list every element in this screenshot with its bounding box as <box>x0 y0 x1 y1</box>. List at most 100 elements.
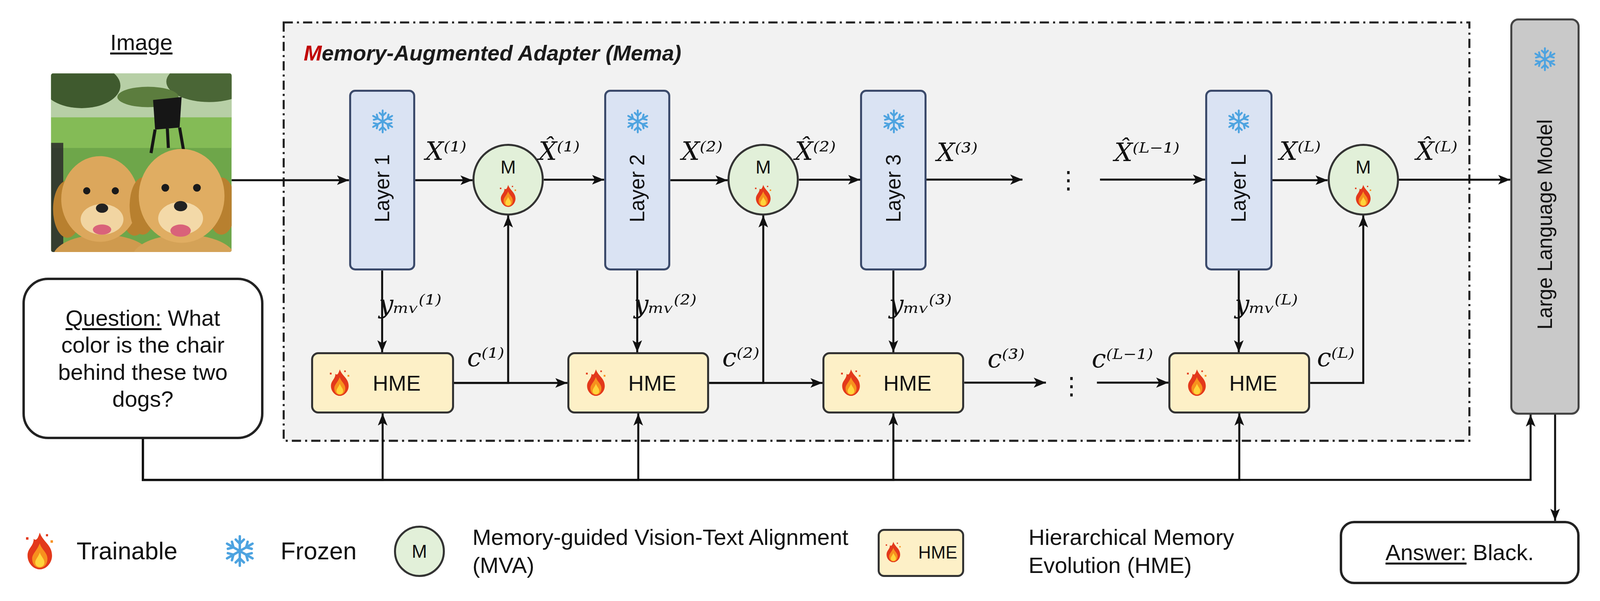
node-text: HME <box>1229 371 1278 394</box>
text-body: HME <box>883 370 932 395</box>
hme-box: HME <box>1168 351 1311 414</box>
text-body: HME <box>1229 370 1278 395</box>
grass-band <box>50 117 232 148</box>
mva-circle: M <box>1327 143 1399 216</box>
legend-text: Trainable <box>76 536 281 566</box>
layer-box: Layer 1 <box>349 89 416 271</box>
trainable-icon <box>585 369 606 396</box>
dog-left <box>53 156 149 242</box>
node-text: Layer 2 <box>627 154 648 223</box>
hme-box: HME <box>822 351 965 414</box>
tree <box>50 73 121 109</box>
text-body: Black. <box>1472 539 1534 565</box>
node-text: Question:What color is the chair behind … <box>48 304 238 413</box>
mva-circle: M <box>472 143 544 216</box>
text-body: Large Language Model <box>1533 119 1557 330</box>
text-body: Layer 3 <box>882 154 905 223</box>
node-text: M <box>1355 157 1371 177</box>
tree <box>117 86 179 107</box>
mva-circle: M <box>727 143 799 216</box>
node-text: M <box>500 157 516 177</box>
text-body: M <box>500 156 516 178</box>
connector-arrow <box>1398 178 1511 181</box>
trainable-icon <box>841 369 861 396</box>
legend-text: Frozen <box>280 536 485 566</box>
text-heading: Answer: <box>1385 539 1467 565</box>
trainable-icon <box>499 184 516 207</box>
connector-arrow <box>1310 215 1364 383</box>
connector-arrow <box>709 215 764 383</box>
text-body: Memory-Augmented Adapter (Mema) <box>303 40 682 67</box>
connector-arrow <box>543 178 604 181</box>
wire <box>1097 381 1169 384</box>
answer-box: Answer:Black. <box>1339 520 1580 584</box>
node-text: HME <box>628 371 677 394</box>
connector-arrow <box>142 413 639 480</box>
frozen-icon <box>882 110 905 133</box>
text-body: Layer 2 <box>625 154 649 223</box>
connector-arrow <box>415 178 473 181</box>
node-text: Layer 3 <box>883 154 904 223</box>
text-body: Layer 1 <box>370 154 394 223</box>
trainable-icon <box>755 184 772 207</box>
layer-box: Layer 2 <box>604 89 671 271</box>
node-text: Layer 1 <box>371 154 393 223</box>
sky <box>50 73 232 123</box>
photo <box>50 73 232 252</box>
connector-arrow <box>142 413 383 480</box>
connector-arrow <box>1553 414 1556 521</box>
text-heading: Question: <box>65 305 162 331</box>
connector-arrow <box>636 270 639 352</box>
text-body: Layer L <box>1227 154 1251 223</box>
text-body: Image <box>110 29 173 55</box>
trainable-icon <box>26 532 53 569</box>
connector-arrow <box>454 381 568 384</box>
trainable-icon <box>329 369 350 396</box>
trainable-icon <box>1187 369 1207 396</box>
legend-text: Hierarchical Memory Evolution (HME) <box>1028 522 1315 579</box>
frozen-icon <box>225 536 255 566</box>
tree <box>166 73 232 102</box>
frozen-icon <box>371 110 394 133</box>
node-text: Large Language Model <box>1534 119 1556 330</box>
wire <box>926 178 1023 181</box>
node-text: Answer:Black. <box>1385 538 1534 566</box>
connector-arrow <box>142 414 1531 480</box>
connector-arrow <box>1237 270 1240 352</box>
frozen-icon <box>626 110 649 133</box>
layer-box: Layer 3 <box>860 89 927 271</box>
trainable-icon <box>885 541 901 562</box>
chair <box>150 96 184 153</box>
shadow <box>50 142 64 252</box>
connector-arrow <box>892 270 895 352</box>
hme-box: HME <box>311 351 455 414</box>
question-box: Question:What color is the chair behind … <box>22 277 264 439</box>
group-border <box>283 22 1470 441</box>
frozen-icon <box>1227 110 1250 133</box>
node-text: HME <box>883 371 932 394</box>
node-text: Layer L <box>1228 154 1249 223</box>
connector-arrow <box>142 413 894 480</box>
connector-arrow <box>1272 178 1328 181</box>
dog-right <box>129 148 232 243</box>
legend-swatch <box>393 525 445 577</box>
image-panel: Image <box>50 73 232 252</box>
frozen-icon <box>1533 48 1556 71</box>
wire <box>1099 178 1205 181</box>
layer-box: Layer L <box>1205 89 1273 271</box>
connector-arrow <box>454 215 509 383</box>
dog-body <box>53 234 152 252</box>
hme-box: HME <box>567 351 710 414</box>
node-text: M <box>755 157 771 177</box>
group-box: Memory-Augmented Adapter (Mema) Layer 1 M L… <box>283 22 1470 441</box>
connector-arrow <box>798 178 861 181</box>
text-body: M <box>755 156 771 178</box>
text-body: HME <box>628 370 677 395</box>
node-text: Image <box>34 30 248 55</box>
connector-arrow <box>381 270 384 352</box>
llm-box: Large Language Model <box>1510 18 1580 415</box>
connector-arrow <box>709 381 823 384</box>
node-text: Memory-Augmented Adapter (Mema) <box>303 40 682 67</box>
connector-arrow <box>670 178 728 181</box>
